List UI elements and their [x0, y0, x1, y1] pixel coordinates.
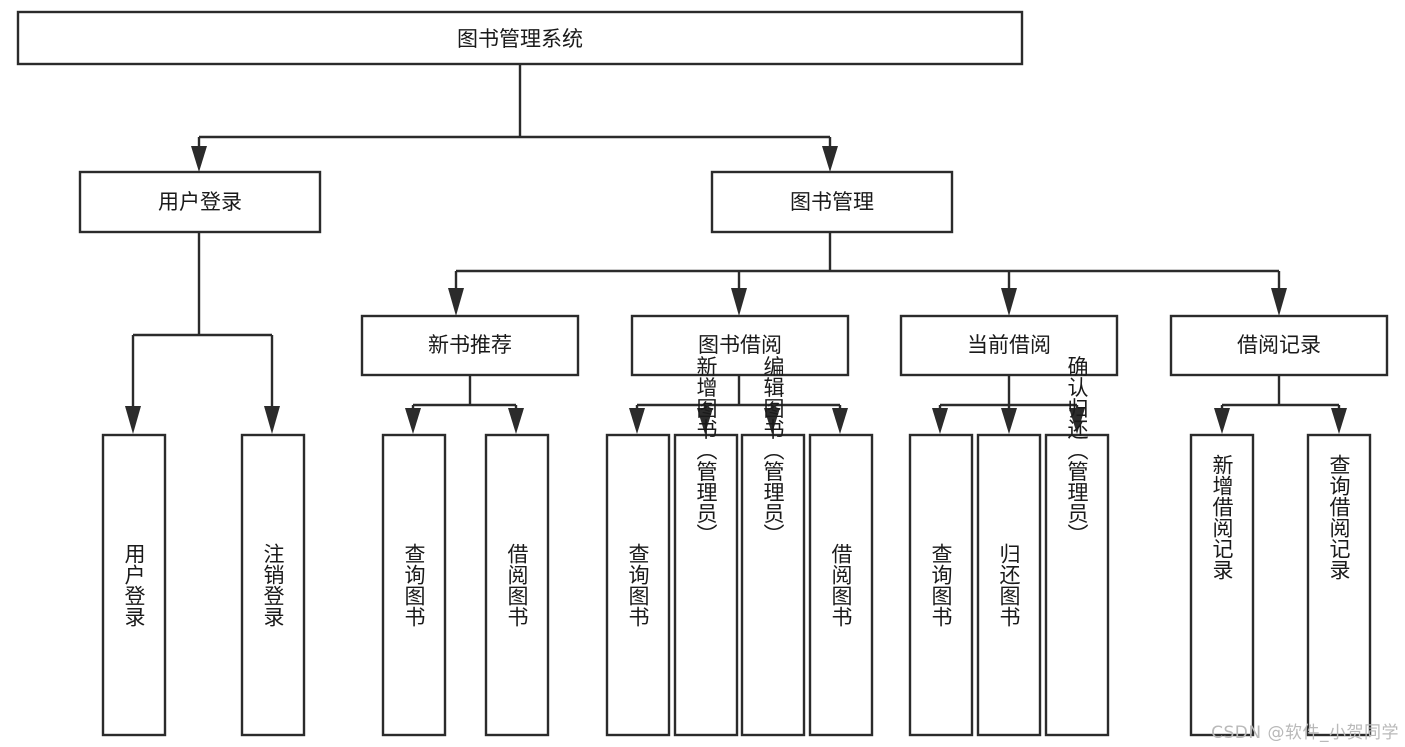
node-leaf-user-login-label: 用户登录 [122, 543, 146, 627]
node-leaf-add-book-label: 新增图书（管理员） [694, 356, 718, 545]
node-leaf-query-book-3-label: 查询图书 [929, 543, 953, 627]
arrow-head-leaf-add-record [1214, 408, 1230, 434]
node-leaf-borrow-book-1-label: 借阅图书 [505, 543, 529, 627]
arrow-head-leaf-return-book [1001, 408, 1017, 434]
node-book-manage-label: 图书管理 [790, 190, 874, 214]
node-leaf-logout-login-box[interactable] [240, 433, 306, 737]
node-leaf-borrow-book-2[interactable]: 借阅图书 [808, 433, 874, 737]
arrow-head-leaf-borrow-book-2 [832, 408, 848, 434]
node-current-borrow[interactable]: 当前借阅 [899, 314, 1119, 377]
arrow-head-leaf-add-book [697, 408, 713, 434]
arrow-head-leaf-logout-login [264, 406, 280, 434]
node-leaf-query-book-1-label: 查询图书 [402, 543, 426, 627]
node-book-manage[interactable]: 图书管理 [710, 170, 954, 234]
node-leaf-confirm-return-box[interactable] [1044, 433, 1110, 737]
connector-layer [125, 64, 1347, 434]
node-leaf-query-record[interactable]: 查询借阅记录 [1306, 433, 1372, 737]
node-leaf-add-book-box[interactable] [673, 433, 739, 737]
node-borrow-record-label: 借阅记录 [1237, 333, 1321, 357]
node-new-book-recommend-label: 新书推荐 [428, 333, 512, 357]
arrow-head-current-borrow [1001, 288, 1017, 316]
node-root[interactable]: 图书管理系统 [16, 10, 1024, 66]
node-leaf-query-record-label: 查询借阅记录 [1327, 454, 1351, 580]
node-book-borrow-label: 图书借阅 [698, 333, 782, 357]
node-leaf-borrow-book-1[interactable]: 借阅图书 [484, 433, 550, 737]
arrow-head-leaf-user-login [125, 406, 141, 434]
node-leaf-query-record-box[interactable] [1306, 433, 1372, 737]
node-current-borrow-box[interactable] [899, 314, 1119, 377]
node-current-borrow-label: 当前借阅 [967, 333, 1051, 357]
node-leaf-query-book-2-label: 查询图书 [626, 543, 650, 627]
node-leaf-edit-book[interactable]: 编辑图书（管理员） [740, 356, 806, 737]
node-new-book-recommend-box[interactable] [360, 314, 580, 377]
node-leaf-query-book-3-box[interactable] [908, 433, 974, 737]
node-leaf-return-book-box[interactable] [976, 433, 1042, 737]
node-leaf-edit-book-label: 编辑图书（管理员） [761, 356, 785, 545]
arrow-head-book-borrow [731, 288, 747, 316]
node-leaf-logout-login[interactable]: 注销登录 [240, 433, 306, 737]
arrow-head-leaf-confirm-return [1069, 408, 1085, 434]
node-leaf-query-book-1[interactable]: 查询图书 [381, 433, 447, 737]
node-leaf-user-login-box[interactable] [101, 433, 167, 737]
node-leaf-user-login[interactable]: 用户登录 [101, 433, 167, 737]
node-leaf-query-book-2-box[interactable] [605, 433, 671, 737]
node-root-label: 图书管理系统 [457, 27, 583, 51]
node-leaf-query-book-1-box[interactable] [381, 433, 447, 737]
node-leaf-confirm-return-label: 确认归还（管理员） [1065, 356, 1089, 545]
csdn-watermark: CSDN @软件_小贺同学 [1211, 723, 1399, 743]
node-user-login-box[interactable] [78, 170, 322, 234]
node-borrow-record-box[interactable] [1169, 314, 1389, 377]
node-leaf-add-book[interactable]: 新增图书（管理员） [673, 356, 739, 737]
arrow-head-leaf-borrow-book-1 [508, 408, 524, 434]
node-leaf-add-record-box[interactable] [1189, 433, 1255, 737]
node-user-login-label: 用户登录 [158, 190, 242, 214]
arrow-head-leaf-edit-book [764, 408, 780, 434]
node-book-borrow-box[interactable] [630, 314, 850, 377]
node-user-login[interactable]: 用户登录 [78, 170, 322, 234]
node-leaf-add-record-label: 新增借阅记录 [1210, 454, 1234, 580]
arrow-head-new-book-recommend [448, 288, 464, 316]
node-leaf-borrow-book-2-label: 借阅图书 [829, 543, 853, 627]
node-leaf-borrow-book-1-box[interactable] [484, 433, 550, 737]
node-leaf-return-book[interactable]: 归还图书 [976, 433, 1042, 737]
node-book-borrow[interactable]: 图书借阅 [630, 314, 850, 377]
arrow-head-user-login [191, 146, 207, 172]
node-leaf-borrow-book-2-box[interactable] [808, 433, 874, 737]
arrow-head-leaf-query-record [1331, 408, 1347, 434]
arrow-head-leaf-query-book-3 [932, 408, 948, 434]
node-borrow-record[interactable]: 借阅记录 [1169, 314, 1389, 377]
node-leaf-add-record[interactable]: 新增借阅记录 [1189, 433, 1255, 737]
arrow-head-book-manage [822, 146, 838, 172]
arrow-head-borrow-record [1271, 288, 1287, 316]
node-leaf-edit-book-box[interactable] [740, 433, 806, 737]
node-new-book-recommend[interactable]: 新书推荐 [360, 314, 580, 377]
node-root-box[interactable] [16, 10, 1024, 66]
node-book-manage-box[interactable] [710, 170, 954, 234]
node-leaf-confirm-return[interactable]: 确认归还（管理员） [1044, 356, 1110, 737]
arrow-head-leaf-query-book-2 [629, 408, 645, 434]
arrow-head-leaf-query-book-1 [405, 408, 421, 434]
node-leaf-logout-login-label: 注销登录 [261, 543, 285, 627]
node-leaf-query-book-3[interactable]: 查询图书 [908, 433, 974, 737]
node-leaf-query-book-2[interactable]: 查询图书 [605, 433, 671, 737]
node-leaf-return-book-label: 归还图书 [997, 543, 1021, 627]
